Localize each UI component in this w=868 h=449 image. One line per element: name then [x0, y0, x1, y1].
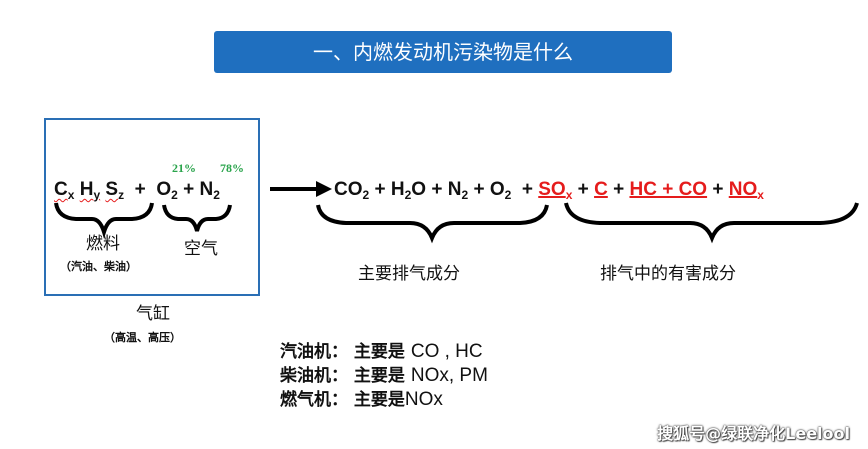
plus-sign: + — [613, 179, 625, 200]
plus-sign: + — [431, 179, 443, 200]
cylinder-note: （高温、高压） — [104, 331, 181, 344]
harmful-hc-co: HC + CO — [629, 179, 708, 200]
fuel-term-c: Cx — [54, 179, 75, 202]
product-o2: O2 — [489, 179, 512, 202]
harmful-components-label: 排气中的有害成分 — [600, 264, 736, 284]
o2-term: O2 — [156, 179, 178, 202]
page-title: 一、内燃发动机污染物是什么 — [313, 40, 573, 64]
fuel-note: （汽油、柴油） — [60, 260, 137, 273]
title-banner: 一、内燃发动机污染物是什么 — [214, 31, 672, 73]
products: CO2 + H2O + N2 + O2 + SOx + C + HC + CO … — [334, 179, 764, 206]
n2-term: N2 — [199, 179, 220, 202]
fuel-term-s: Sz — [105, 179, 125, 202]
main-components-label: 主要排气成分 — [358, 264, 460, 284]
fuel-brace — [54, 202, 154, 239]
reactants: Cx Hy Sz + O2 + N2 — [54, 179, 220, 206]
cylinder-label: 气缸 — [136, 304, 170, 324]
plus-sign: + — [473, 179, 485, 200]
main-products-brace — [316, 204, 549, 244]
engine-row-diesel: 柴油机： 主要是 NOx, PM — [280, 365, 488, 386]
harmful-nox: NOx — [728, 179, 764, 202]
harmful-sox: SOx — [538, 179, 573, 202]
harmful-products-brace — [564, 202, 859, 244]
air-label: 空气 — [184, 239, 218, 259]
o2-percent: 21% — [172, 161, 196, 175]
engine-list: 汽油机： 主要是 CO , HC 柴油机： 主要是 NOx, PM 燃气机： 主… — [280, 340, 488, 412]
reaction-arrow — [270, 181, 332, 197]
fuel-label: 燃料 — [86, 234, 120, 254]
plus-sign: + — [712, 179, 724, 200]
engine-row-gasoline: 汽油机： 主要是 CO , HC — [280, 341, 483, 362]
cylinder-box — [44, 118, 260, 296]
fuel-term-h: Hy — [79, 179, 101, 202]
watermark: 搜狐号@绿联净化Leelool — [657, 424, 850, 443]
plus-sign: + — [183, 179, 195, 200]
product-co2: CO2 — [334, 179, 370, 202]
plus-sign: + — [134, 179, 146, 200]
engine-row-gas: 燃气机： 主要是NOx — [280, 389, 443, 410]
plus-sign: + — [374, 179, 386, 200]
plus-sign: + — [577, 179, 589, 200]
plus-sign: + — [521, 179, 533, 200]
n2-percent: 78% — [220, 161, 244, 175]
product-n2: N2 — [447, 179, 469, 202]
air-brace — [162, 204, 232, 232]
harmful-c: C — [594, 179, 608, 200]
product-h2o: H2O — [390, 179, 427, 202]
